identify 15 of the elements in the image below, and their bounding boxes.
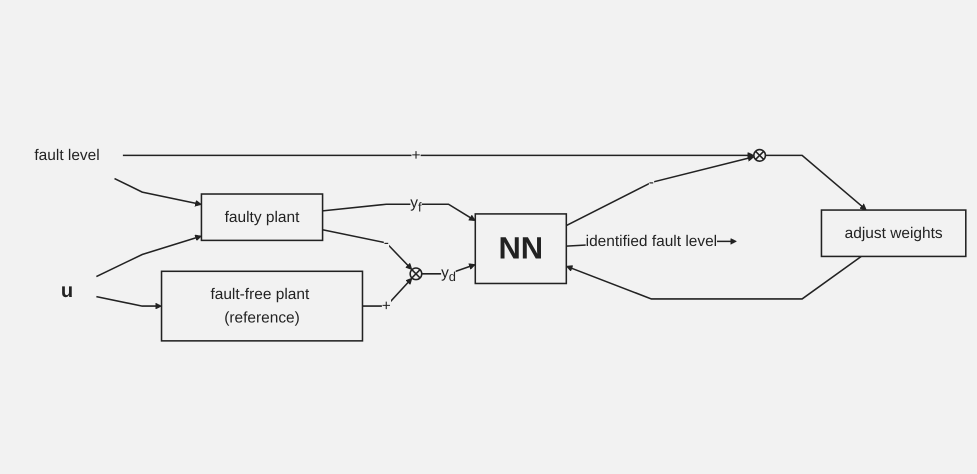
input-label: fault level xyxy=(34,147,100,164)
arrow xyxy=(96,296,162,310)
arrow xyxy=(322,204,476,222)
process-box: fault-free plant (reference) xyxy=(160,271,364,342)
network-box: NN xyxy=(474,214,568,285)
process-box: faulty plant xyxy=(200,194,324,242)
process-box: adjust weights xyxy=(820,210,967,258)
arrow xyxy=(566,155,754,227)
arrow xyxy=(96,235,202,278)
arrow xyxy=(114,178,202,208)
arrow xyxy=(322,229,412,270)
arrow xyxy=(566,256,862,300)
arrow xyxy=(765,155,867,211)
input-label: u xyxy=(60,279,74,302)
arrow xyxy=(362,278,412,308)
